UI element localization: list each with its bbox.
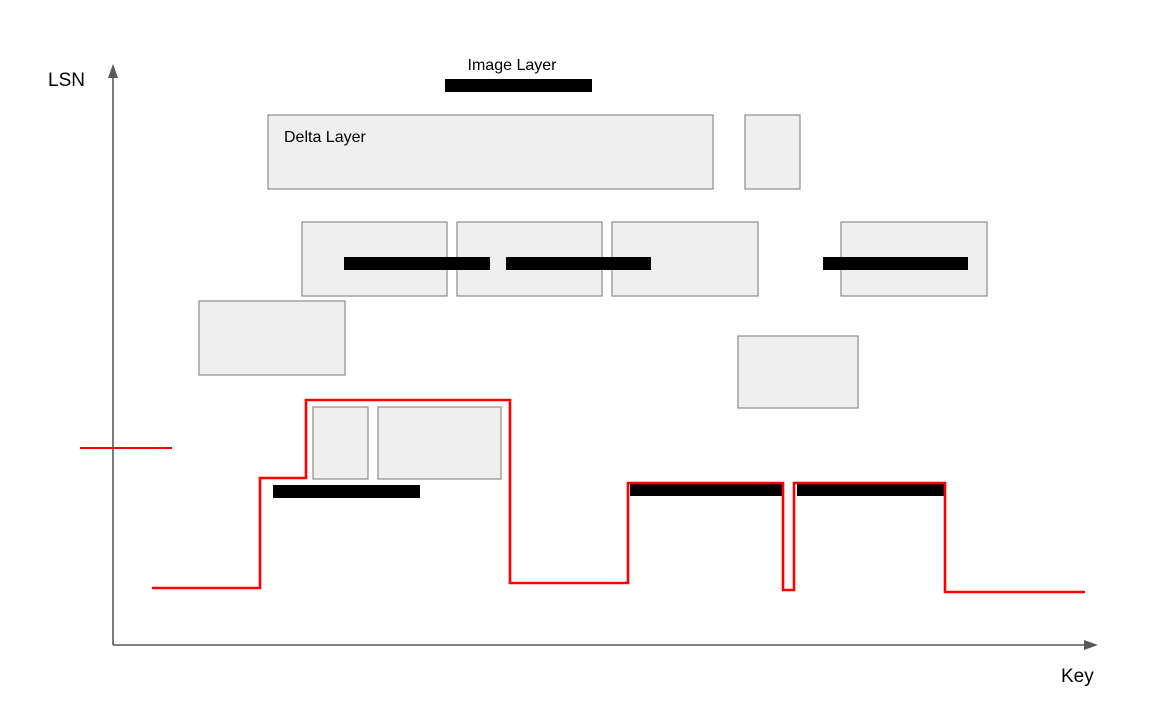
x-axis-label: Key [1061, 666, 1094, 687]
image-layer-bar [344, 257, 490, 270]
image-layer-bar [506, 257, 651, 270]
delta-layer-rect [744, 114, 801, 190]
delta-layer-rect [737, 335, 859, 409]
image-layer-bar [797, 483, 944, 496]
image-bars-group [273, 79, 968, 498]
y-axis-arrow-icon [108, 64, 118, 78]
delta-layer-rect-main [267, 114, 714, 190]
y-axis-label: LSN [48, 70, 85, 91]
delta-layer-label: Delta Layer [284, 129, 366, 146]
image-layer-bar [273, 485, 420, 498]
delta-rects-group [198, 114, 988, 480]
image-layer-bar-top [445, 79, 592, 92]
gc-horizon-line [152, 398, 1085, 594]
delta-layer-rect [312, 406, 369, 480]
image-layer-bar [630, 483, 783, 496]
image-layer-bar [823, 257, 968, 270]
delta-layer-rect [377, 406, 502, 480]
x-axis-arrow-icon [1084, 640, 1098, 650]
image-layer-label: Image Layer [468, 57, 558, 74]
delta-layer-rect [198, 300, 346, 376]
